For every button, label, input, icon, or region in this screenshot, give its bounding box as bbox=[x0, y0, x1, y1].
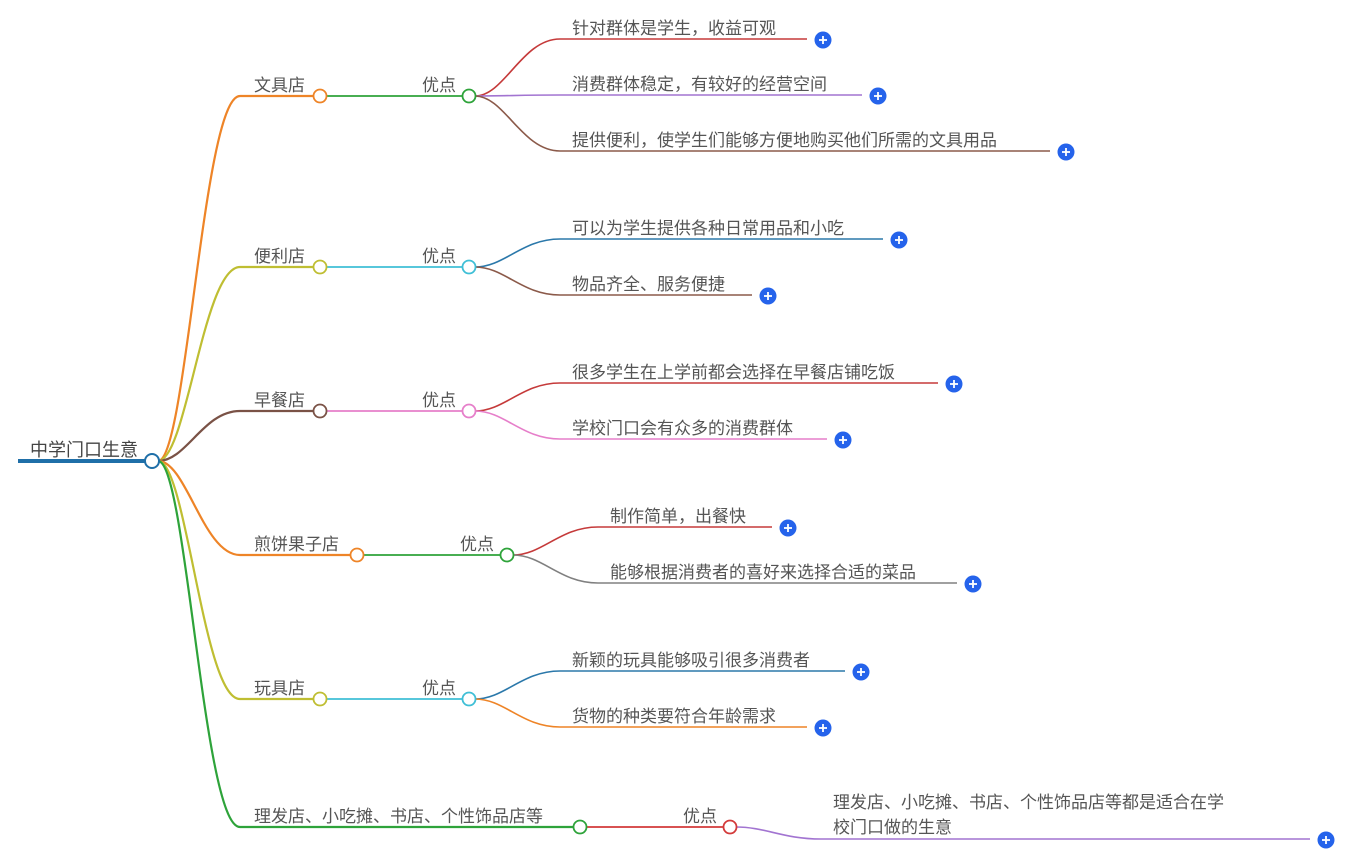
branch-collapse-toggle[interactable] bbox=[572, 819, 588, 835]
connector-layer bbox=[157, 38, 1310, 840]
leaf-connector bbox=[474, 238, 561, 268]
leaf-connector bbox=[474, 94, 561, 97]
branch-connector bbox=[157, 94, 241, 463]
leaf-connector bbox=[474, 382, 561, 412]
expand-plus-icon[interactable] bbox=[814, 719, 832, 737]
branch-collapse-toggle[interactable] bbox=[312, 691, 328, 707]
branch-collapse-toggle[interactable] bbox=[312, 403, 328, 419]
leaf-topic[interactable]: 学校门口会有众多的消费群体 bbox=[572, 419, 793, 439]
expand-plus-icon[interactable] bbox=[964, 575, 982, 593]
expand-plus-icon[interactable] bbox=[759, 287, 777, 305]
branch-topic[interactable]: 理发店、小吃摊、书店、个性饰品店等 bbox=[254, 807, 543, 827]
root-collapse-toggle[interactable] bbox=[144, 453, 160, 469]
leaf-topic[interactable]: 针对群体是学生，收益可观 bbox=[572, 19, 776, 39]
branch-topic[interactable]: 文具店 bbox=[254, 76, 305, 96]
expand-plus-icon[interactable] bbox=[834, 431, 852, 449]
leaf-connector bbox=[512, 526, 599, 556]
branch-connector bbox=[157, 459, 241, 829]
advantage-topic[interactable]: 优点 bbox=[422, 247, 456, 267]
advantage-collapse-toggle[interactable] bbox=[461, 403, 477, 419]
root-topic[interactable]: 中学门口生意 bbox=[30, 440, 138, 461]
advantage-topic[interactable]: 优点 bbox=[422, 76, 456, 96]
leaf-connector bbox=[474, 698, 561, 728]
advantage-collapse-toggle[interactable] bbox=[499, 547, 515, 563]
expand-plus-icon[interactable] bbox=[814, 31, 832, 49]
leaf-topic[interactable]: 提供便利，使学生们能够方便地购买他们所需的文具用品 bbox=[572, 130, 997, 151]
advantage-topic[interactable]: 优点 bbox=[422, 679, 456, 699]
expand-plus-icon[interactable] bbox=[1317, 831, 1335, 849]
leaf-topic[interactable]: 消费群体稳定，有较好的经营空间 bbox=[572, 75, 827, 95]
branch-collapse-toggle[interactable] bbox=[312, 88, 328, 104]
leaf-topic[interactable]: 能够根据消费者的喜好来选择合适的菜品 bbox=[610, 563, 916, 583]
leaf-connector bbox=[474, 670, 561, 700]
leaf-topic[interactable]: 制作简单，出餐快 bbox=[610, 507, 746, 527]
advantage-collapse-toggle[interactable] bbox=[461, 259, 477, 275]
leaf-connector bbox=[474, 38, 561, 97]
advantage-topic[interactable]: 优点 bbox=[683, 807, 717, 827]
branch-collapse-toggle[interactable] bbox=[312, 259, 328, 275]
leaf-connector bbox=[474, 266, 561, 296]
node-layer: 中学门口生意 文具店优点针对群体是学生，收益可观消费群体稳定，有较好的经营空间提… bbox=[18, 19, 1335, 849]
expand-plus-icon[interactable] bbox=[945, 375, 963, 393]
leaf-connector bbox=[474, 95, 561, 152]
leaf-topic-line1[interactable]: 理发店、小吃摊、书店、个性饰品店等都是适合在学 bbox=[833, 793, 1224, 813]
branch-topic[interactable]: 玩具店 bbox=[254, 679, 305, 699]
leaf-topic[interactable]: 可以为学生提供各种日常用品和小吃 bbox=[572, 219, 844, 239]
branch-connector bbox=[157, 409, 241, 463]
advantage-collapse-toggle[interactable] bbox=[722, 819, 738, 835]
advantage-topic[interactable]: 优点 bbox=[422, 391, 456, 411]
branch-topic[interactable]: 便利店 bbox=[254, 247, 305, 267]
branch-connector bbox=[157, 459, 241, 701]
branch-connector bbox=[157, 265, 241, 463]
leaf-topic[interactable]: 货物的种类要符合年龄需求 bbox=[572, 707, 776, 727]
branch-topic[interactable]: 早餐店 bbox=[254, 391, 305, 411]
advantage-collapse-toggle[interactable] bbox=[461, 88, 477, 104]
leaf-topic[interactable]: 物品齐全、服务便捷 bbox=[572, 275, 725, 295]
branch-connector bbox=[157, 459, 241, 557]
expand-plus-icon[interactable] bbox=[1057, 143, 1075, 161]
leaf-connector bbox=[735, 826, 822, 840]
leaf-topic[interactable]: 新颖的玩具能够吸引很多消费者 bbox=[572, 651, 810, 671]
branch-collapse-toggle[interactable] bbox=[349, 547, 365, 563]
leaf-topic-line2[interactable]: 校门口做的生意 bbox=[833, 818, 952, 838]
expand-plus-icon[interactable] bbox=[869, 87, 887, 105]
advantage-collapse-toggle[interactable] bbox=[461, 691, 477, 707]
leaf-connector bbox=[512, 554, 599, 584]
branch-topic[interactable]: 煎饼果子店 bbox=[254, 535, 339, 555]
expand-plus-icon[interactable] bbox=[779, 519, 797, 537]
expand-plus-icon[interactable] bbox=[852, 663, 870, 681]
expand-plus-icon[interactable] bbox=[890, 231, 908, 249]
leaf-topic[interactable]: 很多学生在上学前都会选择在早餐店铺吃饭 bbox=[572, 363, 895, 383]
advantage-topic[interactable]: 优点 bbox=[460, 535, 494, 555]
leaf-connector bbox=[474, 410, 561, 440]
